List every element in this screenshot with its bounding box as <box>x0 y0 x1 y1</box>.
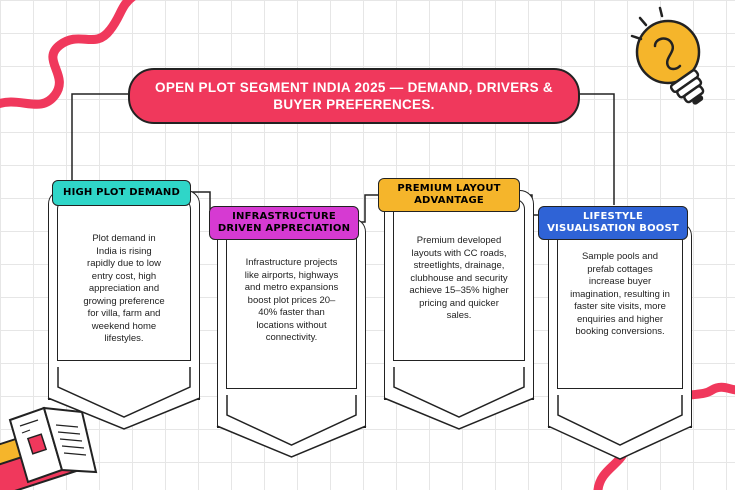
card-high-plot-demand: Plot demand in India is rising rapidly d… <box>47 190 201 430</box>
card-text: Sample pools and prefab cottages increas… <box>570 251 670 337</box>
card-label: LIFESTYLE VISUALISATION BOOST <box>538 206 688 240</box>
card-infrastructure-appreciation: Infrastructure projects like airports, h… <box>216 218 367 458</box>
card-text: Infrastructure projects like airports, h… <box>244 257 339 343</box>
card-lifestyle-visualisation: Sample pools and prefab cottages increas… <box>547 222 693 460</box>
open-book-icon <box>0 406 98 490</box>
card-pointed-base <box>547 395 693 460</box>
card-text: Premium developed layouts with CC roads,… <box>409 235 509 321</box>
card-text: Plot demand in India is rising rapidly d… <box>83 233 165 344</box>
card-pointed-base <box>47 367 201 430</box>
card-label: PREMIUM LAYOUT ADVANTAGE <box>378 178 520 212</box>
card-pointed-base <box>216 395 367 458</box>
squiggle-top-left <box>0 0 136 109</box>
card-label: HIGH PLOT DEMAND <box>52 180 191 206</box>
page-title: OPEN PLOT SEGMENT INDIA 2025 — DEMAND, D… <box>128 68 580 124</box>
card-pointed-base <box>383 367 535 430</box>
card-label: INFRASTRUCTURE DRIVEN APPRECIATION <box>209 206 359 240</box>
card-premium-layout: Premium developed layouts with CC roads,… <box>383 190 535 430</box>
lightbulb-icon <box>630 6 705 105</box>
